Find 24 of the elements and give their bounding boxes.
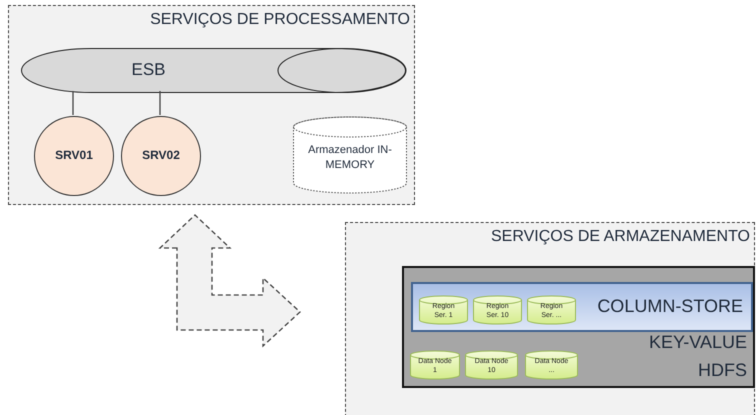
band-label: COLUMN-STORE <box>597 296 743 317</box>
disk-cylinder <box>410 351 460 379</box>
server-circle <box>34 116 114 196</box>
disk-cylinder <box>419 296 468 324</box>
connector-line <box>159 91 161 115</box>
block-arrow <box>158 214 301 348</box>
column-store-band <box>411 282 753 332</box>
panel-title: SERVIÇOS DE ARMAZENAMENTO <box>490 228 750 246</box>
server-label: SRV02 <box>141 148 181 162</box>
layer-label: KEY-VALUE HDFS <box>648 331 747 382</box>
connector-line <box>72 91 74 115</box>
storage-cylinder <box>293 117 407 193</box>
disk-cylinder <box>465 351 518 379</box>
service-panel <box>8 5 415 205</box>
disk-cylinder <box>473 296 522 324</box>
disk-cylinder <box>525 351 578 379</box>
bus-label: ESB <box>130 60 167 80</box>
server-label: SRV01 <box>54 148 94 162</box>
service-panel <box>345 222 755 415</box>
storage-label: Armazenador IN-MEMORY <box>308 143 392 173</box>
server-circle <box>121 116 201 196</box>
storage-layer <box>402 266 755 388</box>
panel-title: SERVIÇOS DE PROCESSAMENTO <box>150 11 410 29</box>
disk-cylinder <box>527 296 576 324</box>
